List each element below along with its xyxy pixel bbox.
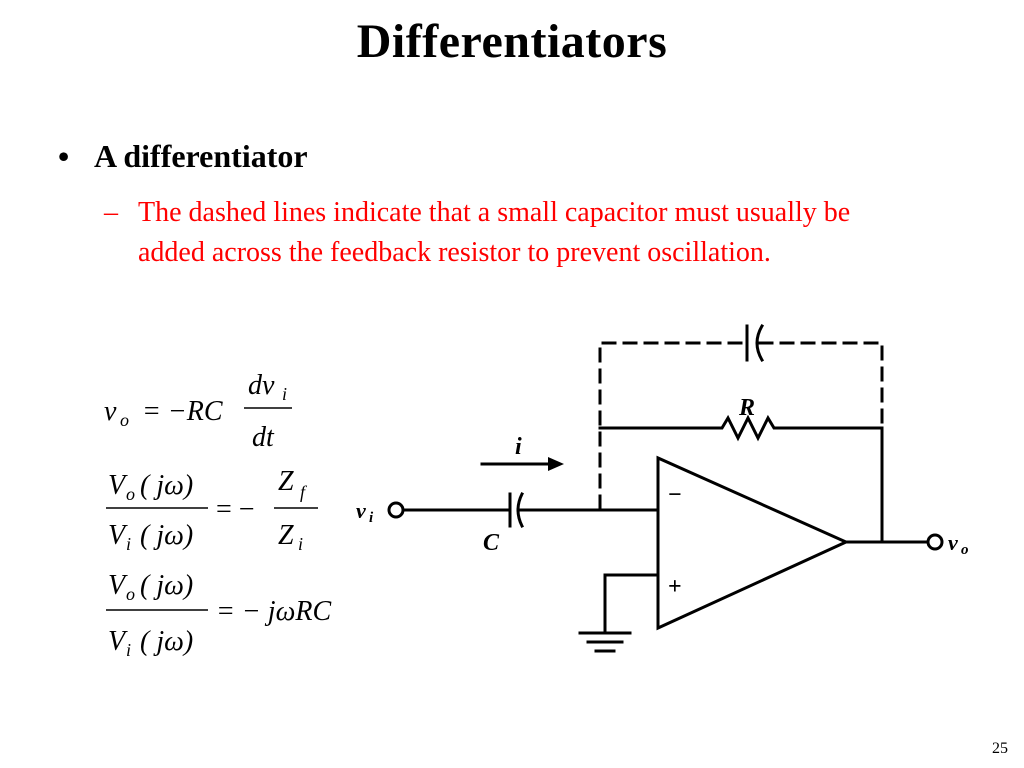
output-terminal — [926, 533, 944, 551]
eq3-numerator: V — [108, 570, 128, 601]
resistor-label: R — [738, 395, 755, 421]
eq1-denominator: dt — [252, 422, 275, 453]
bullet-item: • A differentiator — [58, 138, 308, 175]
current-label: i — [515, 434, 522, 460]
eq3-operator: = − jωRC — [216, 596, 331, 627]
eq2-numerator: V — [108, 470, 128, 501]
op-amp-triangle — [656, 455, 850, 631]
eq1-lhs-sub: o — [120, 410, 129, 430]
noninverting-input-wire — [603, 573, 660, 635]
equation-impedance-ratio: V o ( jω) V i ( jω) = − Z f Z i — [106, 466, 318, 554]
eq2-denominator-arg: ( jω) — [140, 520, 193, 551]
sub-bullet-marker: – — [104, 197, 118, 228]
eq1-numerator: dv — [248, 370, 275, 401]
eq1-operator: = −RC — [142, 396, 223, 427]
eq3-numerator-sub: o — [126, 584, 135, 604]
bullet-marker: • — [58, 138, 70, 174]
eq3-denominator-arg: ( jω) — [140, 626, 193, 657]
eq3-numerator-arg: ( jω) — [140, 570, 193, 601]
eq1-lhs: v — [104, 396, 117, 427]
dashed-feedback-wire-left — [598, 341, 744, 510]
slide-title: Differentiators — [356, 15, 668, 68]
input-voltage-label: v — [356, 498, 366, 523]
eq3-denominator-sub: i — [126, 640, 131, 660]
eq2-right-numerator-sub: f — [300, 482, 308, 502]
op-amp-plus-sign: + — [668, 574, 682, 600]
sub-bullet-text: The dashed lines indicate that a small c… — [138, 197, 851, 268]
eq2-operator: = − — [216, 494, 255, 525]
output-voltage-sub: o — [961, 542, 969, 558]
capacitor-label: C — [483, 530, 500, 556]
input-voltage-sub: i — [369, 510, 374, 526]
eq2-numerator-arg: ( jω) — [140, 470, 193, 501]
eq1-numerator-sub: i — [282, 384, 287, 404]
equation-differentiator-output: v o = −RC dv i dt — [104, 370, 292, 453]
eq2-numerator-sub: o — [126, 484, 135, 504]
equation-frequency-response: V o ( jω) V i ( jω) = − jωRC — [106, 570, 331, 660]
feedback-resistor-path — [598, 414, 884, 544]
eq2-denominator: V — [108, 520, 128, 551]
slide-number: 25 — [992, 740, 1008, 757]
differentiator-circuit: i R C v i v o − + — [356, 323, 969, 653]
eq3-denominator: V — [108, 626, 128, 657]
output-voltage-label: v — [948, 530, 958, 555]
op-amp-minus-sign: − — [668, 482, 682, 508]
eq2-right-numerator: Z — [278, 466, 294, 497]
equations: v o = −RC dv i dt V o ( jω) V i ( jω) = … — [104, 370, 331, 660]
dashed-feedback-wire-right — [758, 341, 884, 430]
input-terminal — [387, 501, 405, 519]
current-arrow-icon — [548, 457, 564, 471]
bullet-text: A differentiator — [94, 138, 308, 174]
eq2-right-denominator-sub: i — [298, 534, 303, 554]
eq2-right-denominator: Z — [278, 520, 294, 551]
eq2-denominator-sub: i — [126, 534, 131, 554]
feedback-capacitor-plate-right — [755, 323, 765, 363]
